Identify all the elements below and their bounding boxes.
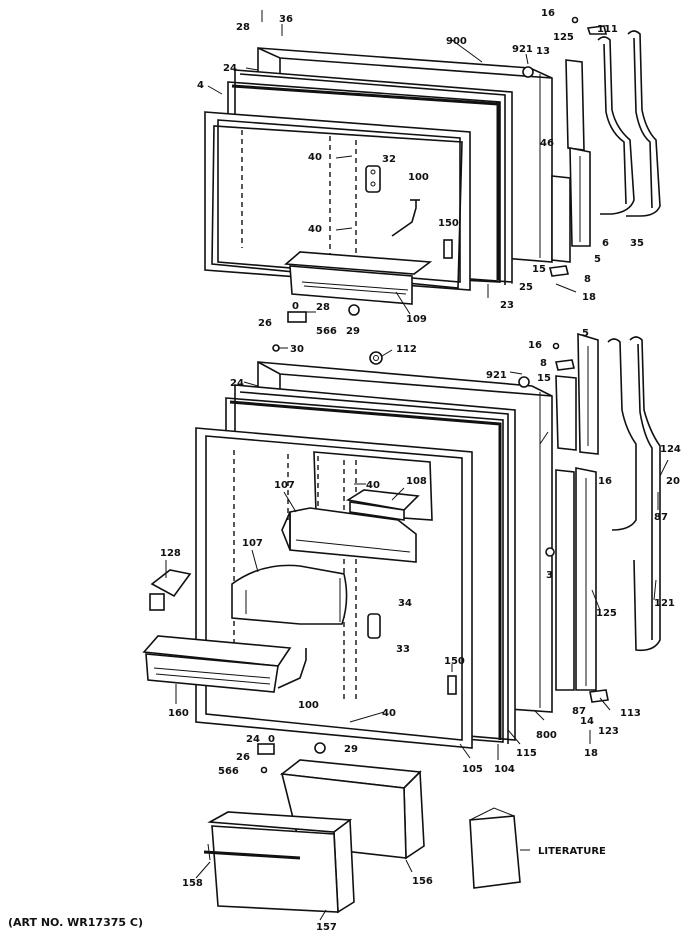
callout-150: 150 xyxy=(438,218,459,229)
callout-87: 87 xyxy=(654,512,668,523)
callout-0: 0 xyxy=(292,301,299,312)
callout-16: 16 xyxy=(528,340,542,351)
callout-28: 28 xyxy=(316,302,330,313)
callout-150: 150 xyxy=(444,656,465,667)
crisper-drawers xyxy=(203,759,425,914)
callout-14: 14 xyxy=(580,716,594,727)
callout-100: 100 xyxy=(408,172,429,183)
callout-13: 13 xyxy=(536,46,550,57)
callout-107: 107 xyxy=(274,480,295,491)
callout-115: 115 xyxy=(516,748,537,759)
callout-156: 156 xyxy=(412,876,433,887)
callout-107: 107 xyxy=(242,538,263,549)
callout-6: 6 xyxy=(602,238,609,249)
callout-0: 0 xyxy=(268,734,275,745)
callout-125: 125 xyxy=(553,32,574,43)
literature-label: LITERATURE xyxy=(538,846,606,857)
callout-566: 566 xyxy=(218,766,239,777)
fresh-food-door-assembly xyxy=(142,332,661,774)
callout-109: 109 xyxy=(406,314,427,325)
callout-25: 25 xyxy=(519,282,533,293)
callout-26: 26 xyxy=(236,752,250,763)
callout-921: 921 xyxy=(486,370,507,381)
callout-105: 105 xyxy=(462,764,483,775)
callout-24: 24 xyxy=(230,378,244,389)
literature-envelope xyxy=(469,807,530,889)
callout-113: 113 xyxy=(620,708,641,719)
callout-112: 112 xyxy=(396,344,417,355)
callout-24: 24 xyxy=(246,734,260,745)
callout-labels: 28 36 900 921 16 111 125 13 24 4 40 32 4… xyxy=(8,8,681,933)
callout-8: 8 xyxy=(540,358,547,369)
callout-921: 921 xyxy=(512,44,533,55)
leader-lines xyxy=(165,39,669,921)
callout-16: 16 xyxy=(598,476,612,487)
callout-20: 20 xyxy=(666,476,680,487)
callout-28: 28 xyxy=(236,22,250,33)
callout-4: 4 xyxy=(197,80,204,91)
callout-23: 23 xyxy=(500,300,514,311)
callout-123: 123 xyxy=(598,726,619,737)
callout-100: 100 xyxy=(298,700,319,711)
art-number-caption: (ART NO. WR17375 C) xyxy=(8,916,143,929)
callout-566: 566 xyxy=(316,326,337,337)
callout-900: 900 xyxy=(446,36,467,47)
callout-24: 24 xyxy=(223,63,237,74)
callout-18: 18 xyxy=(584,748,598,759)
freezer-door-assembly xyxy=(204,10,661,323)
callout-124: 124 xyxy=(660,444,681,455)
callout-33: 33 xyxy=(396,644,410,655)
callout-40: 40 xyxy=(382,708,396,719)
callout-160: 160 xyxy=(168,708,189,719)
callout-36: 36 xyxy=(279,14,293,25)
callout-16: 16 xyxy=(541,8,555,19)
callout-5: 5 xyxy=(594,254,601,265)
callout-111: 111 xyxy=(597,24,618,35)
callout-46: 46 xyxy=(540,138,554,149)
callout-18: 18 xyxy=(582,292,596,303)
callout-29: 29 xyxy=(344,744,358,755)
callout-34: 34 xyxy=(398,598,412,609)
callout-108: 108 xyxy=(406,476,427,487)
callout-26: 26 xyxy=(258,318,272,329)
callout-15: 15 xyxy=(532,264,546,275)
callout-40: 40 xyxy=(308,152,322,163)
callout-3: 3 xyxy=(546,570,553,581)
callout-800: 800 xyxy=(536,730,557,741)
callout-8: 8 xyxy=(584,274,591,285)
callout-40: 40 xyxy=(366,480,380,491)
callout-157: 157 xyxy=(316,922,337,933)
callout-35: 35 xyxy=(630,238,644,249)
callout-128: 128 xyxy=(160,548,181,559)
callout-158: 158 xyxy=(182,878,203,889)
callout-40: 40 xyxy=(308,224,322,235)
callout-30: 30 xyxy=(290,344,304,355)
callout-121: 121 xyxy=(654,598,675,609)
callout-29: 29 xyxy=(346,326,360,337)
callout-32: 32 xyxy=(382,154,396,165)
callout-87: 87 xyxy=(572,706,586,717)
callout-104: 104 xyxy=(494,764,515,775)
callout-125: 125 xyxy=(596,608,617,619)
callout-5: 5 xyxy=(582,328,589,339)
callout-15: 15 xyxy=(537,373,551,384)
